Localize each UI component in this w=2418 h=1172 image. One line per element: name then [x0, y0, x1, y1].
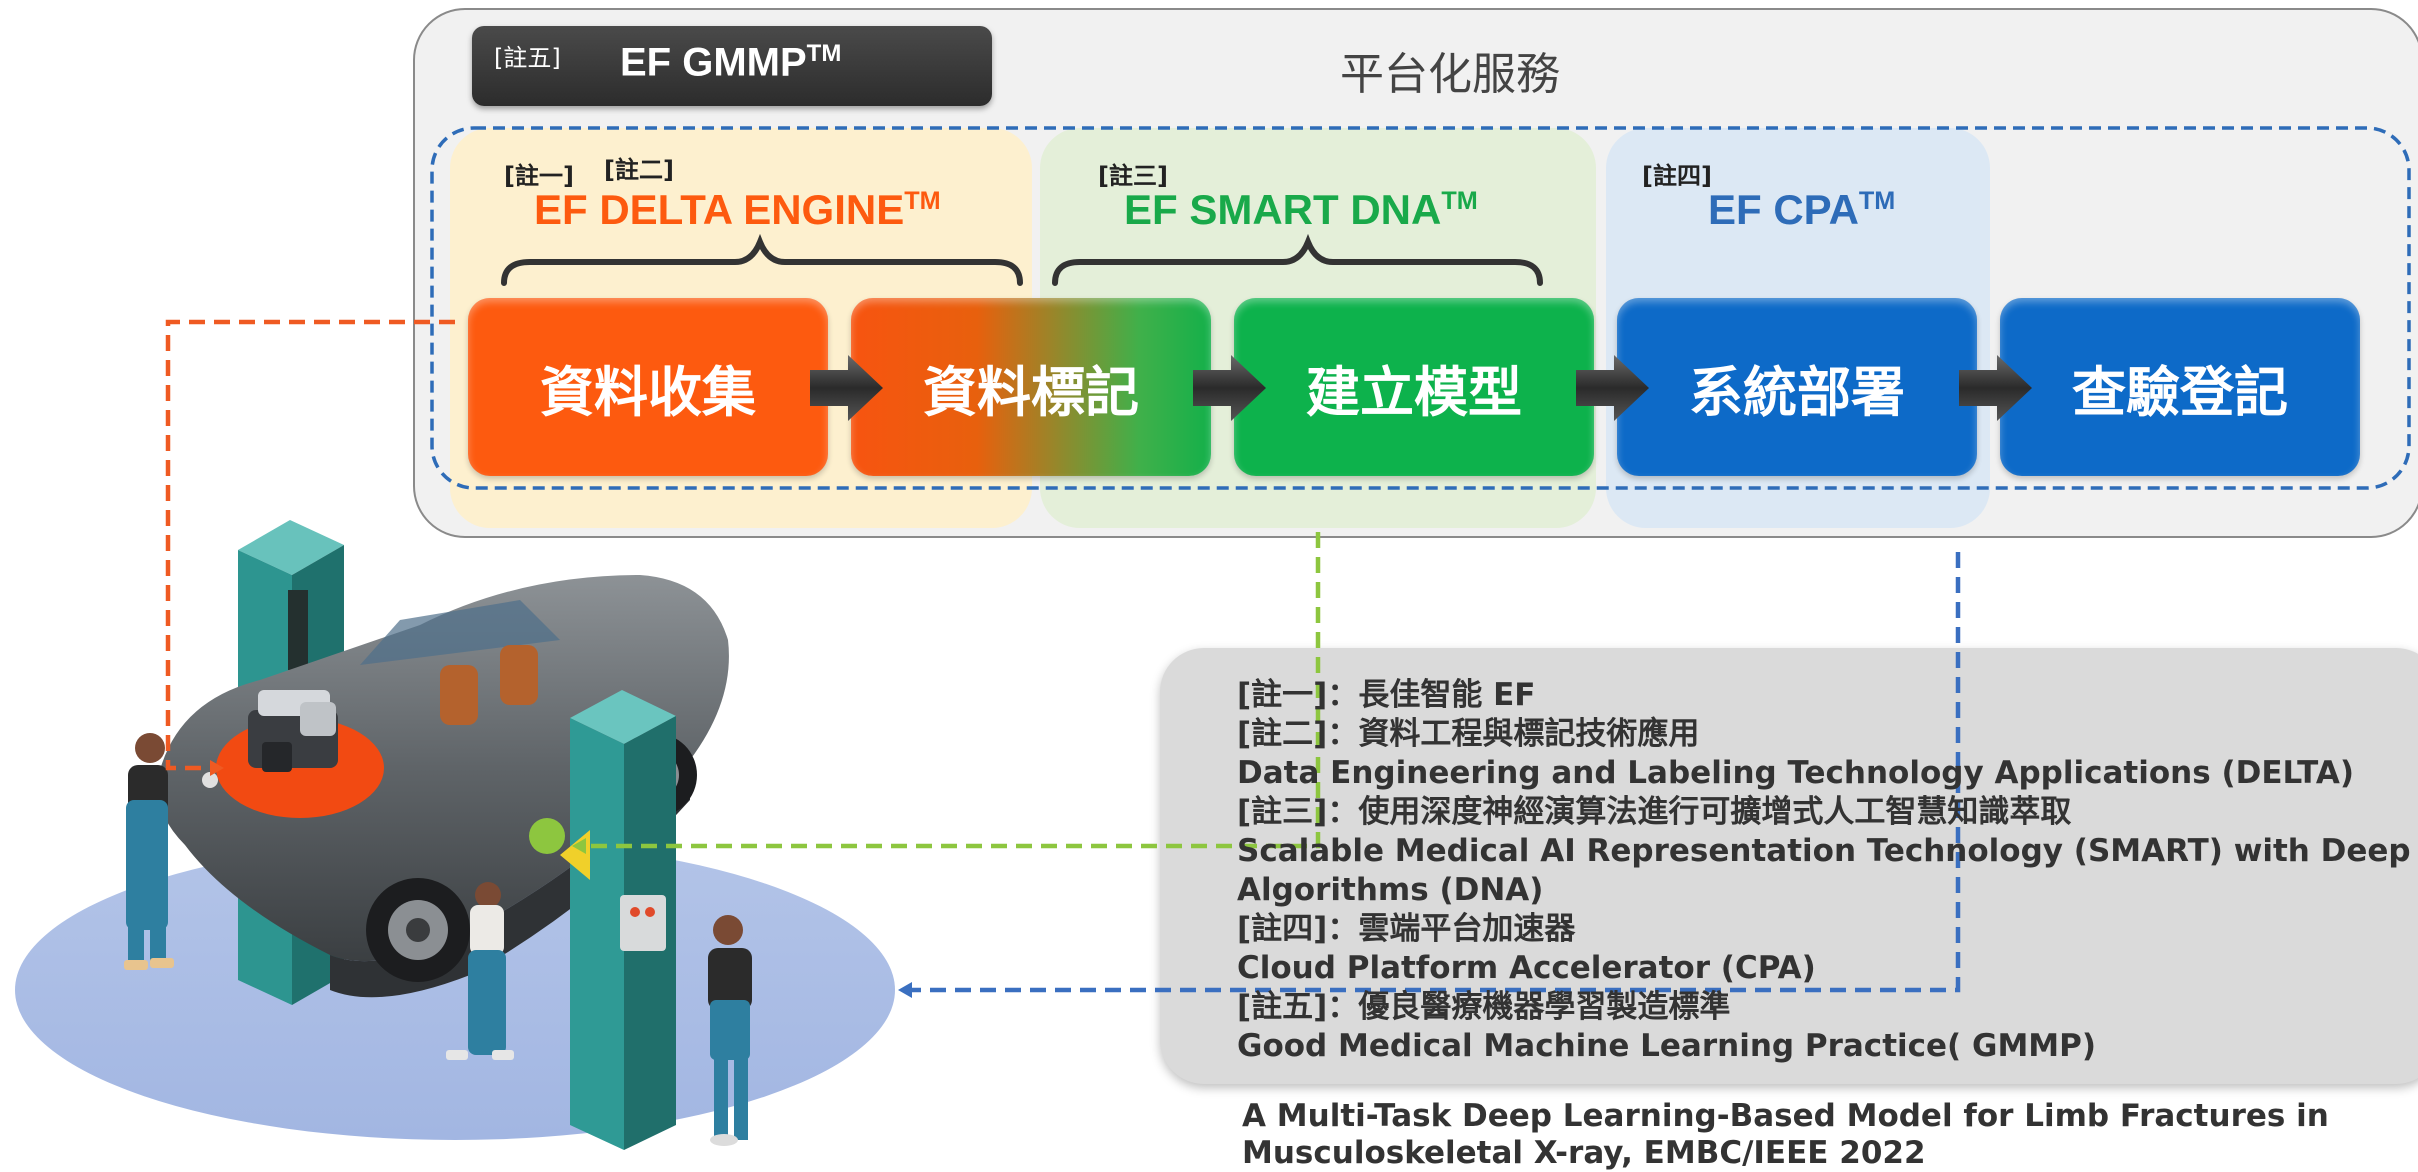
step-model-building: 建立模型 [1234, 298, 1594, 476]
model-connector [584, 532, 1321, 849]
deployment-connector-arrowhead [898, 982, 912, 998]
mechanic-middle [446, 882, 514, 1060]
step-data-collection: 資料收集 [468, 298, 828, 476]
delta-engine-title-text: EF DELTA ENGINE [534, 186, 905, 233]
model-target-dot [529, 818, 565, 854]
gmmp-note-label: [註五] [494, 44, 561, 72]
collection-connector-arrowhead [210, 760, 224, 776]
step-system-deployment: 系統部署 [1617, 298, 1977, 476]
citation-line: Musculoskeletal X-ray, EMBC/IEEE 2022 [1242, 1135, 1926, 1171]
smart-dna-title: EF SMART DNATM [1124, 186, 1478, 234]
smart-dna-title-text: EF SMART DNA [1124, 186, 1442, 233]
notes-box [1160, 648, 2418, 1084]
delta-note-1: [註一] [504, 162, 574, 190]
arrow-4 [1959, 355, 2032, 421]
note-line: [註三]：使用深度神經演算法進行可擴增式人工智慧知識萃取 [1237, 794, 2072, 830]
step-data-labeling: 資料標記 [851, 298, 1211, 476]
mechanic-right [708, 915, 752, 1146]
cpa-note: [註四] [1642, 162, 1712, 190]
flow-dashed-border [430, 126, 2411, 490]
car-illustration [157, 575, 729, 998]
cpa-title-text: EF CPA [1708, 186, 1859, 233]
model-connector-arrowhead [572, 838, 586, 854]
note-line: [註二]：資料工程與標記技術應用 [1237, 716, 1700, 752]
cpa-title: EF CPATM [1708, 186, 1895, 234]
note-line: [註四]：雲端平台加速器 [1237, 911, 1576, 947]
delta-engine-tm: TM [904, 187, 941, 215]
mechanic-left [124, 733, 174, 970]
collection-connector [165, 319, 455, 771]
lift-column-front [560, 690, 676, 1150]
note-line: Data Engineering and Labeling Technology… [1237, 755, 2355, 791]
deployment-connector [910, 552, 1961, 993]
note-line: [註一]：長佳智能 EF [1237, 677, 1536, 713]
cpa-tm: TM [1858, 187, 1896, 215]
smart-brace [1052, 233, 1543, 286]
note-line: Good Medical Machine Learning Practice( … [1237, 1028, 2097, 1064]
note-line: Cloud Platform Accelerator (CPA) [1237, 950, 1816, 986]
note-line: Algorithms (DNA) [1237, 872, 1544, 908]
gmmp-tm: TM [806, 40, 842, 67]
gmmp-badge [472, 26, 992, 106]
arrow-3 [1576, 355, 1649, 421]
delta-engine-title: EF DELTA ENGINETM [534, 186, 941, 234]
delta-brace [501, 233, 1023, 286]
gmmp-title: EF GMMPTM [620, 40, 841, 85]
smart-dna-tm: TM [1441, 187, 1478, 215]
citation-line: A Multi-Task Deep Learning-Based Model f… [1242, 1098, 2329, 1134]
step-registration: 查驗登記 [2000, 298, 2360, 476]
note-line: Scalable Medical AI Representation Techn… [1237, 833, 2418, 869]
note-line: [註五]：優良醫療機器學習製造標準 [1237, 989, 1731, 1025]
gmmp-title-text: EF GMMP [620, 40, 807, 85]
citation: A Multi-Task Deep Learning-Based Model f… [1242, 1098, 2329, 1172]
smart-note: [註三] [1098, 162, 1168, 190]
platform-title: 平台化服務 [1340, 49, 1560, 100]
engine-icon [248, 690, 338, 772]
arrow-1 [810, 355, 883, 421]
arrow-2 [1193, 355, 1266, 421]
delta-note-2: [註二] [604, 156, 674, 184]
